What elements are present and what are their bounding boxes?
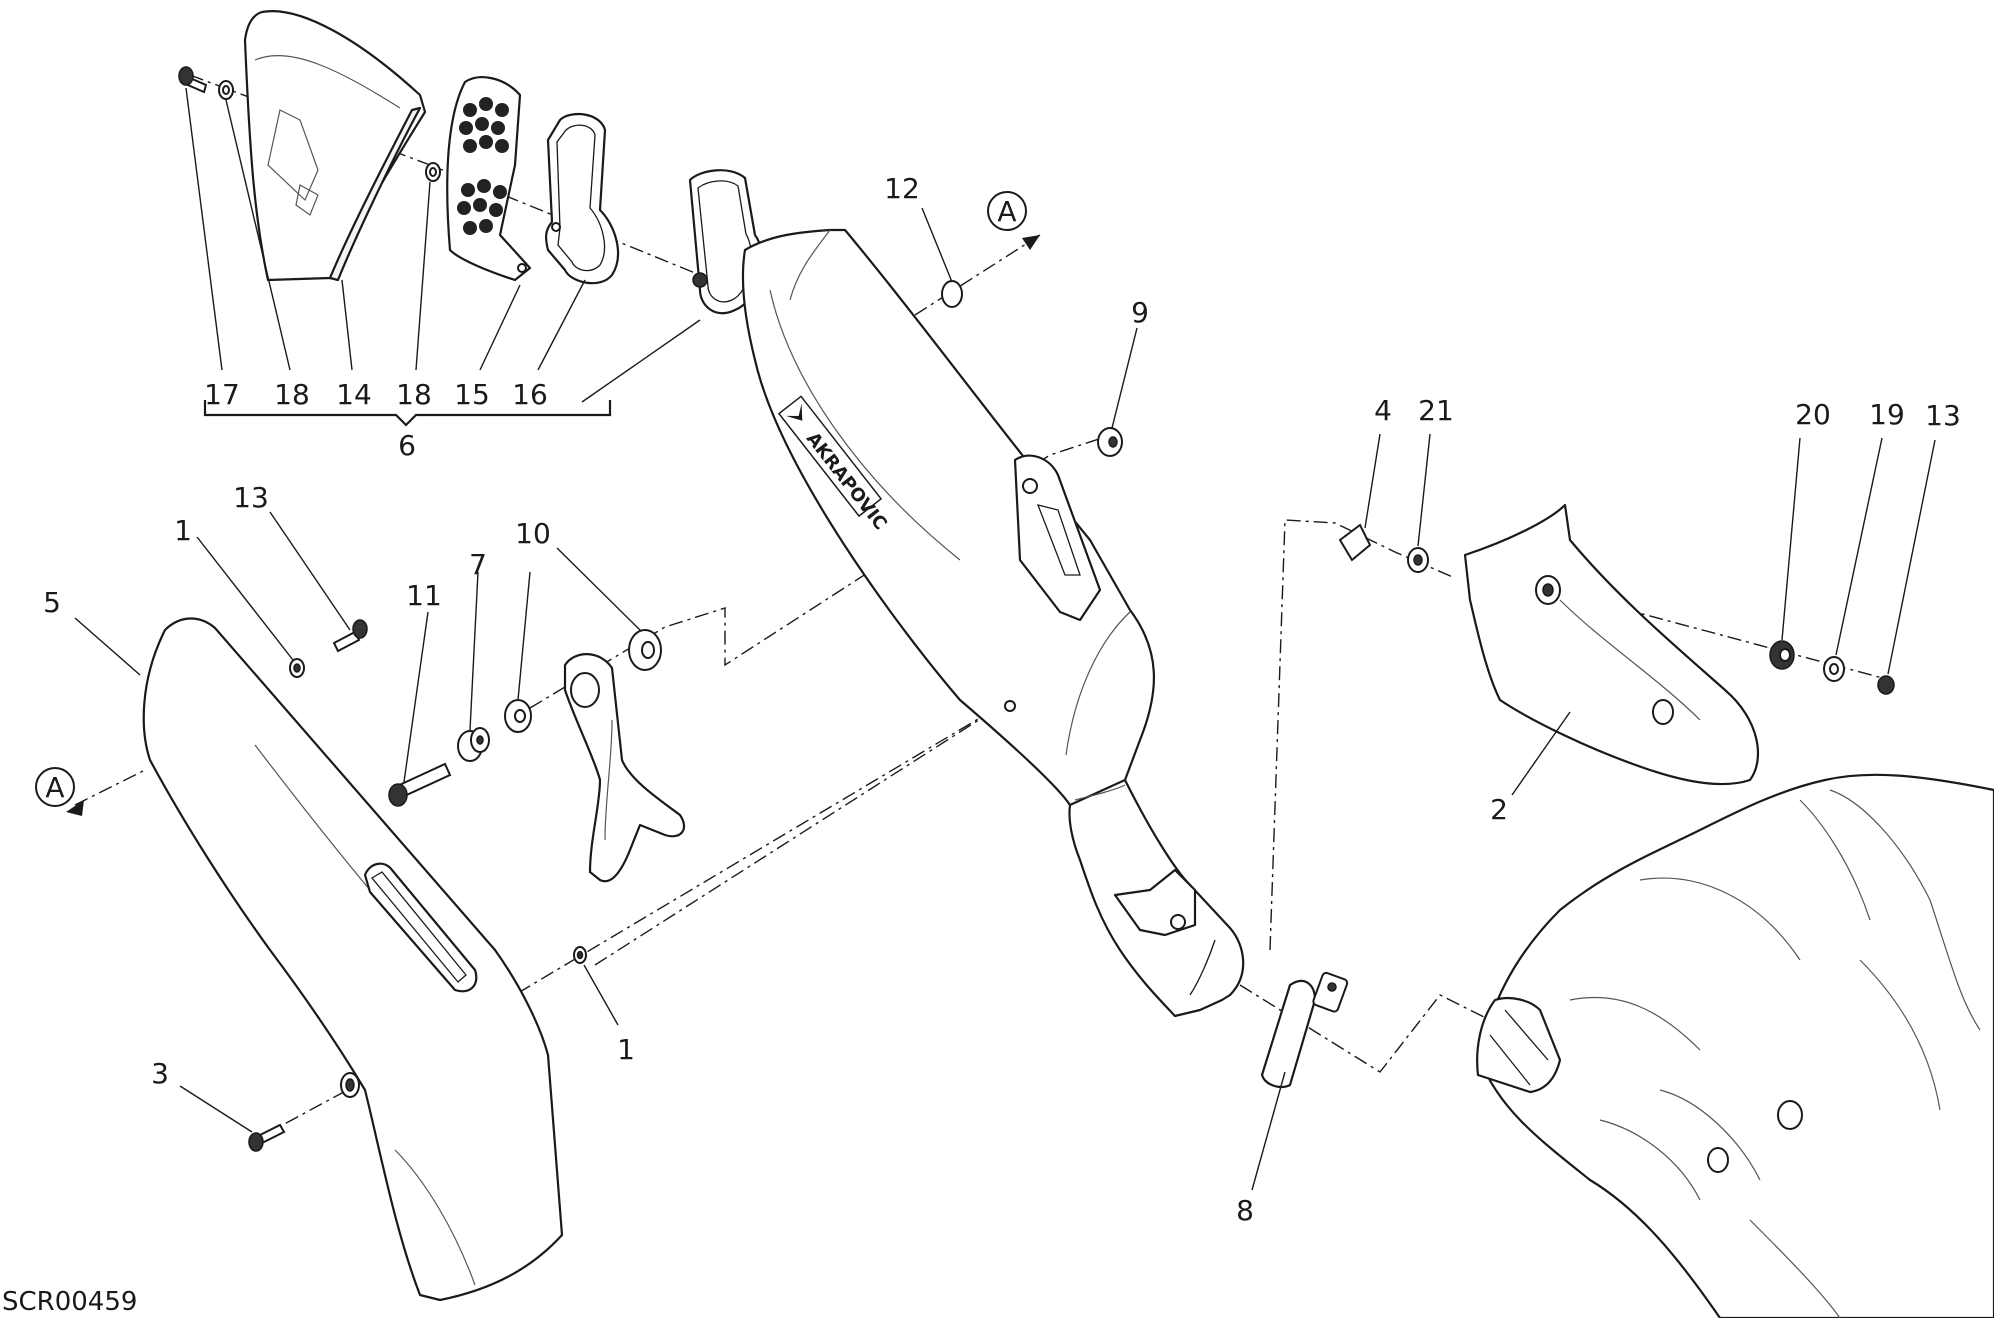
view-label-left: A [45, 771, 64, 804]
callout-16: 16 [512, 378, 548, 411]
spacer-7 [457, 727, 490, 762]
screw-17 [178, 66, 208, 94]
callout-10: 10 [515, 517, 551, 550]
callout-1-bottom: 1 [617, 1033, 635, 1066]
callout-5: 5 [43, 586, 61, 619]
view-arrows: A A [35, 191, 1040, 816]
end-cap-cover [243, 10, 427, 282]
callout-labels: 17 18 14 18 15 16 6 12 9 4 21 20 19 13 2… [43, 172, 1961, 1227]
screw-13-right [1877, 675, 1895, 695]
hanger-bracket [563, 653, 686, 883]
callout-13-left: 13 [233, 481, 269, 514]
end-cap-grille [446, 76, 532, 282]
callout-18-a: 18 [274, 378, 310, 411]
silencer-body: AKRAPOVIC [688, 169, 1245, 1018]
callout-9: 9 [1131, 296, 1149, 329]
heat-shield-5 [142, 617, 564, 1302]
drawing-id: SCR00459 [2, 1287, 137, 1317]
callout-17: 17 [204, 378, 240, 411]
clamp-8 [1260, 971, 1349, 1089]
grommet-9 [1097, 427, 1123, 457]
spacer-12 [941, 280, 963, 308]
end-cap-gasket [545, 112, 620, 285]
grommet-20 [1769, 640, 1795, 670]
callout-1-top: 1 [174, 514, 192, 547]
callout-3: 3 [151, 1057, 169, 1090]
heat-shield-2 [1463, 503, 1760, 786]
callout-4: 4 [1374, 394, 1392, 427]
washer-21 [1407, 547, 1429, 573]
engine-frame [1476, 773, 1994, 1320]
callout-14: 14 [336, 378, 372, 411]
grommet-10-a [504, 699, 532, 733]
callout-20: 20 [1795, 398, 1831, 431]
callout-18-b: 18 [396, 378, 432, 411]
callout-15: 15 [454, 378, 490, 411]
leader-lines [74, 87, 1936, 1191]
callout-6: 6 [398, 429, 416, 462]
callout-19: 19 [1869, 398, 1905, 431]
callout-7: 7 [469, 548, 487, 581]
callout-21: 21 [1418, 394, 1454, 427]
bolt-11 [388, 762, 452, 807]
callout-13-right: 13 [1925, 399, 1961, 432]
washer-1-top [289, 658, 305, 678]
clip-nut-4 [1338, 523, 1372, 562]
washer-18-b [425, 162, 441, 182]
washer-1-bottom [573, 946, 587, 964]
callout-11: 11 [406, 579, 442, 612]
grommet-10-b [628, 629, 662, 671]
view-marker-top [987, 191, 1027, 231]
washer-18-a [218, 80, 234, 100]
screw-3 [248, 1123, 286, 1152]
callout-12: 12 [884, 172, 920, 205]
callout-8: 8 [1236, 1194, 1254, 1227]
washer-19 [1823, 656, 1845, 682]
view-label-top: A [997, 195, 1016, 228]
screw-13-left [332, 619, 368, 653]
callout-2: 2 [1490, 793, 1508, 826]
view-marker-left [35, 767, 75, 807]
